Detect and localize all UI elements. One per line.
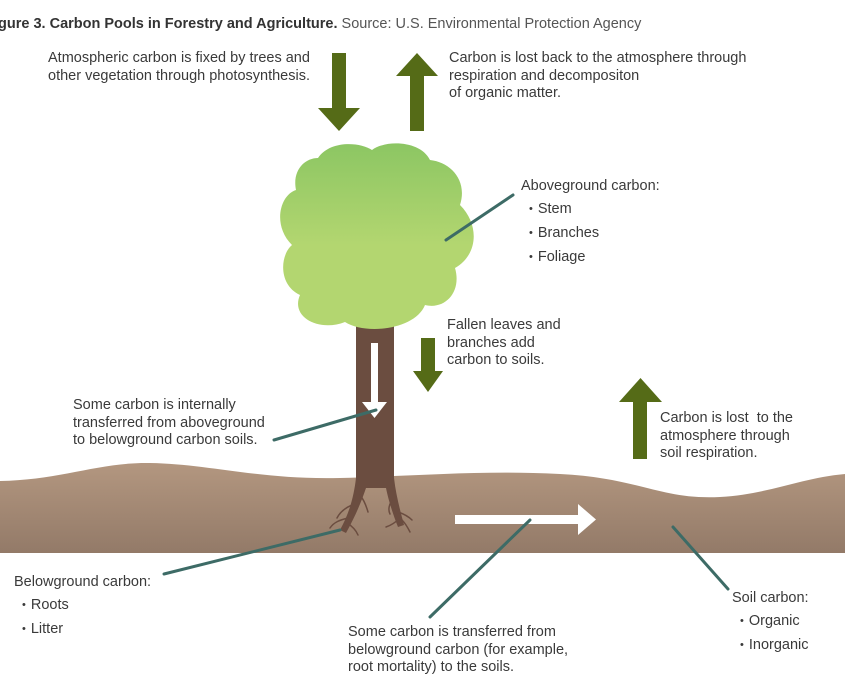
leader-line-root-transfer — [428, 518, 532, 619]
respiration-up-arrow — [396, 53, 438, 131]
text-line: Some carbon is transferred from — [348, 624, 556, 640]
list-item: Litter — [14, 618, 151, 642]
figure-caption: igure 3. Carbon Pools in Forestry and Ag… — [0, 16, 641, 32]
list-item: Inorganic — [732, 634, 809, 658]
leader-line-internal-transfer — [272, 408, 378, 442]
belowground-list: Roots Litter — [14, 594, 151, 642]
soil-carbon-label: Soil carbon: Organic Inorganic — [732, 590, 809, 658]
list-item: Organic — [732, 610, 809, 634]
aboveground-label: Aboveground carbon: Stem Branches Foliag… — [521, 178, 660, 270]
text-line: Fallen leaves and — [447, 317, 561, 333]
root-transfer-label: Some carbon is transferred from belowgro… — [348, 624, 568, 677]
figure-source: Source: U.S. Environmental Protection Ag… — [337, 16, 642, 32]
photosynthesis-label: Atmospheric carbon is fixed by trees and… — [48, 50, 310, 85]
leader-line-belowground — [162, 528, 342, 576]
text-line: atmosphere through — [660, 427, 790, 444]
text-line: Carbon is lost to the — [660, 410, 793, 426]
text-line: carbon to soils. — [447, 352, 545, 368]
text-line: Carbon is lost back to the atmosphere th… — [449, 50, 747, 66]
fallen-leaves-down-arrow — [413, 338, 443, 392]
soil-respiration-up-arrow — [619, 378, 662, 459]
text-line: Atmospheric carbon is fixed by trees and — [48, 50, 310, 66]
text-line: respiration and decompositon — [449, 67, 640, 84]
belowground-heading: Belowground carbon: — [14, 574, 152, 590]
list-item: Foliage — [521, 246, 660, 270]
leader-line-soil-carbon — [671, 525, 730, 591]
soil-ground — [0, 462, 845, 553]
soil-respiration-label: Carbon is lost to the atmosphere through… — [660, 410, 793, 463]
root-transfer-arrow — [455, 504, 596, 535]
text-line: transferred from aboveground — [73, 414, 265, 431]
photosynthesis-down-arrow — [318, 53, 360, 131]
aboveground-list: Stem Branches Foliage — [521, 198, 660, 270]
list-item: Branches — [521, 222, 660, 246]
tree-canopy — [280, 143, 474, 329]
text-line: branches add — [447, 334, 535, 351]
fallen-leaves-label: Fallen leaves and branches add carbon to… — [447, 317, 561, 370]
figure-title: igure 3. Carbon Pools in Forestry and Ag… — [0, 16, 338, 32]
respiration-label: Carbon is lost back to the atmosphere th… — [449, 50, 746, 103]
internal-transfer-label: Some carbon is internally transferred fr… — [73, 397, 265, 450]
tree-roots — [329, 494, 413, 536]
text-line: soil respiration. — [660, 445, 758, 461]
list-item: Roots — [14, 594, 151, 618]
belowground-label: Belowground carbon: Roots Litter — [14, 574, 151, 642]
leader-line-aboveground — [444, 193, 515, 242]
text-line: Some carbon is internally — [73, 397, 236, 413]
list-item: Stem — [521, 198, 660, 222]
text-line: root mortality) to the soils. — [348, 659, 514, 675]
text-line: other vegetation through photosynthesis. — [48, 67, 310, 84]
text-line: to belowground carbon soils. — [73, 432, 258, 448]
text-line: belowground carbon (for example, — [348, 641, 569, 658]
soil-carbon-list: Organic Inorganic — [732, 610, 809, 658]
aboveground-heading: Aboveground carbon: — [521, 178, 660, 194]
text-line: of organic matter. — [449, 85, 562, 101]
soil-carbon-heading: Soil carbon: — [732, 590, 809, 606]
